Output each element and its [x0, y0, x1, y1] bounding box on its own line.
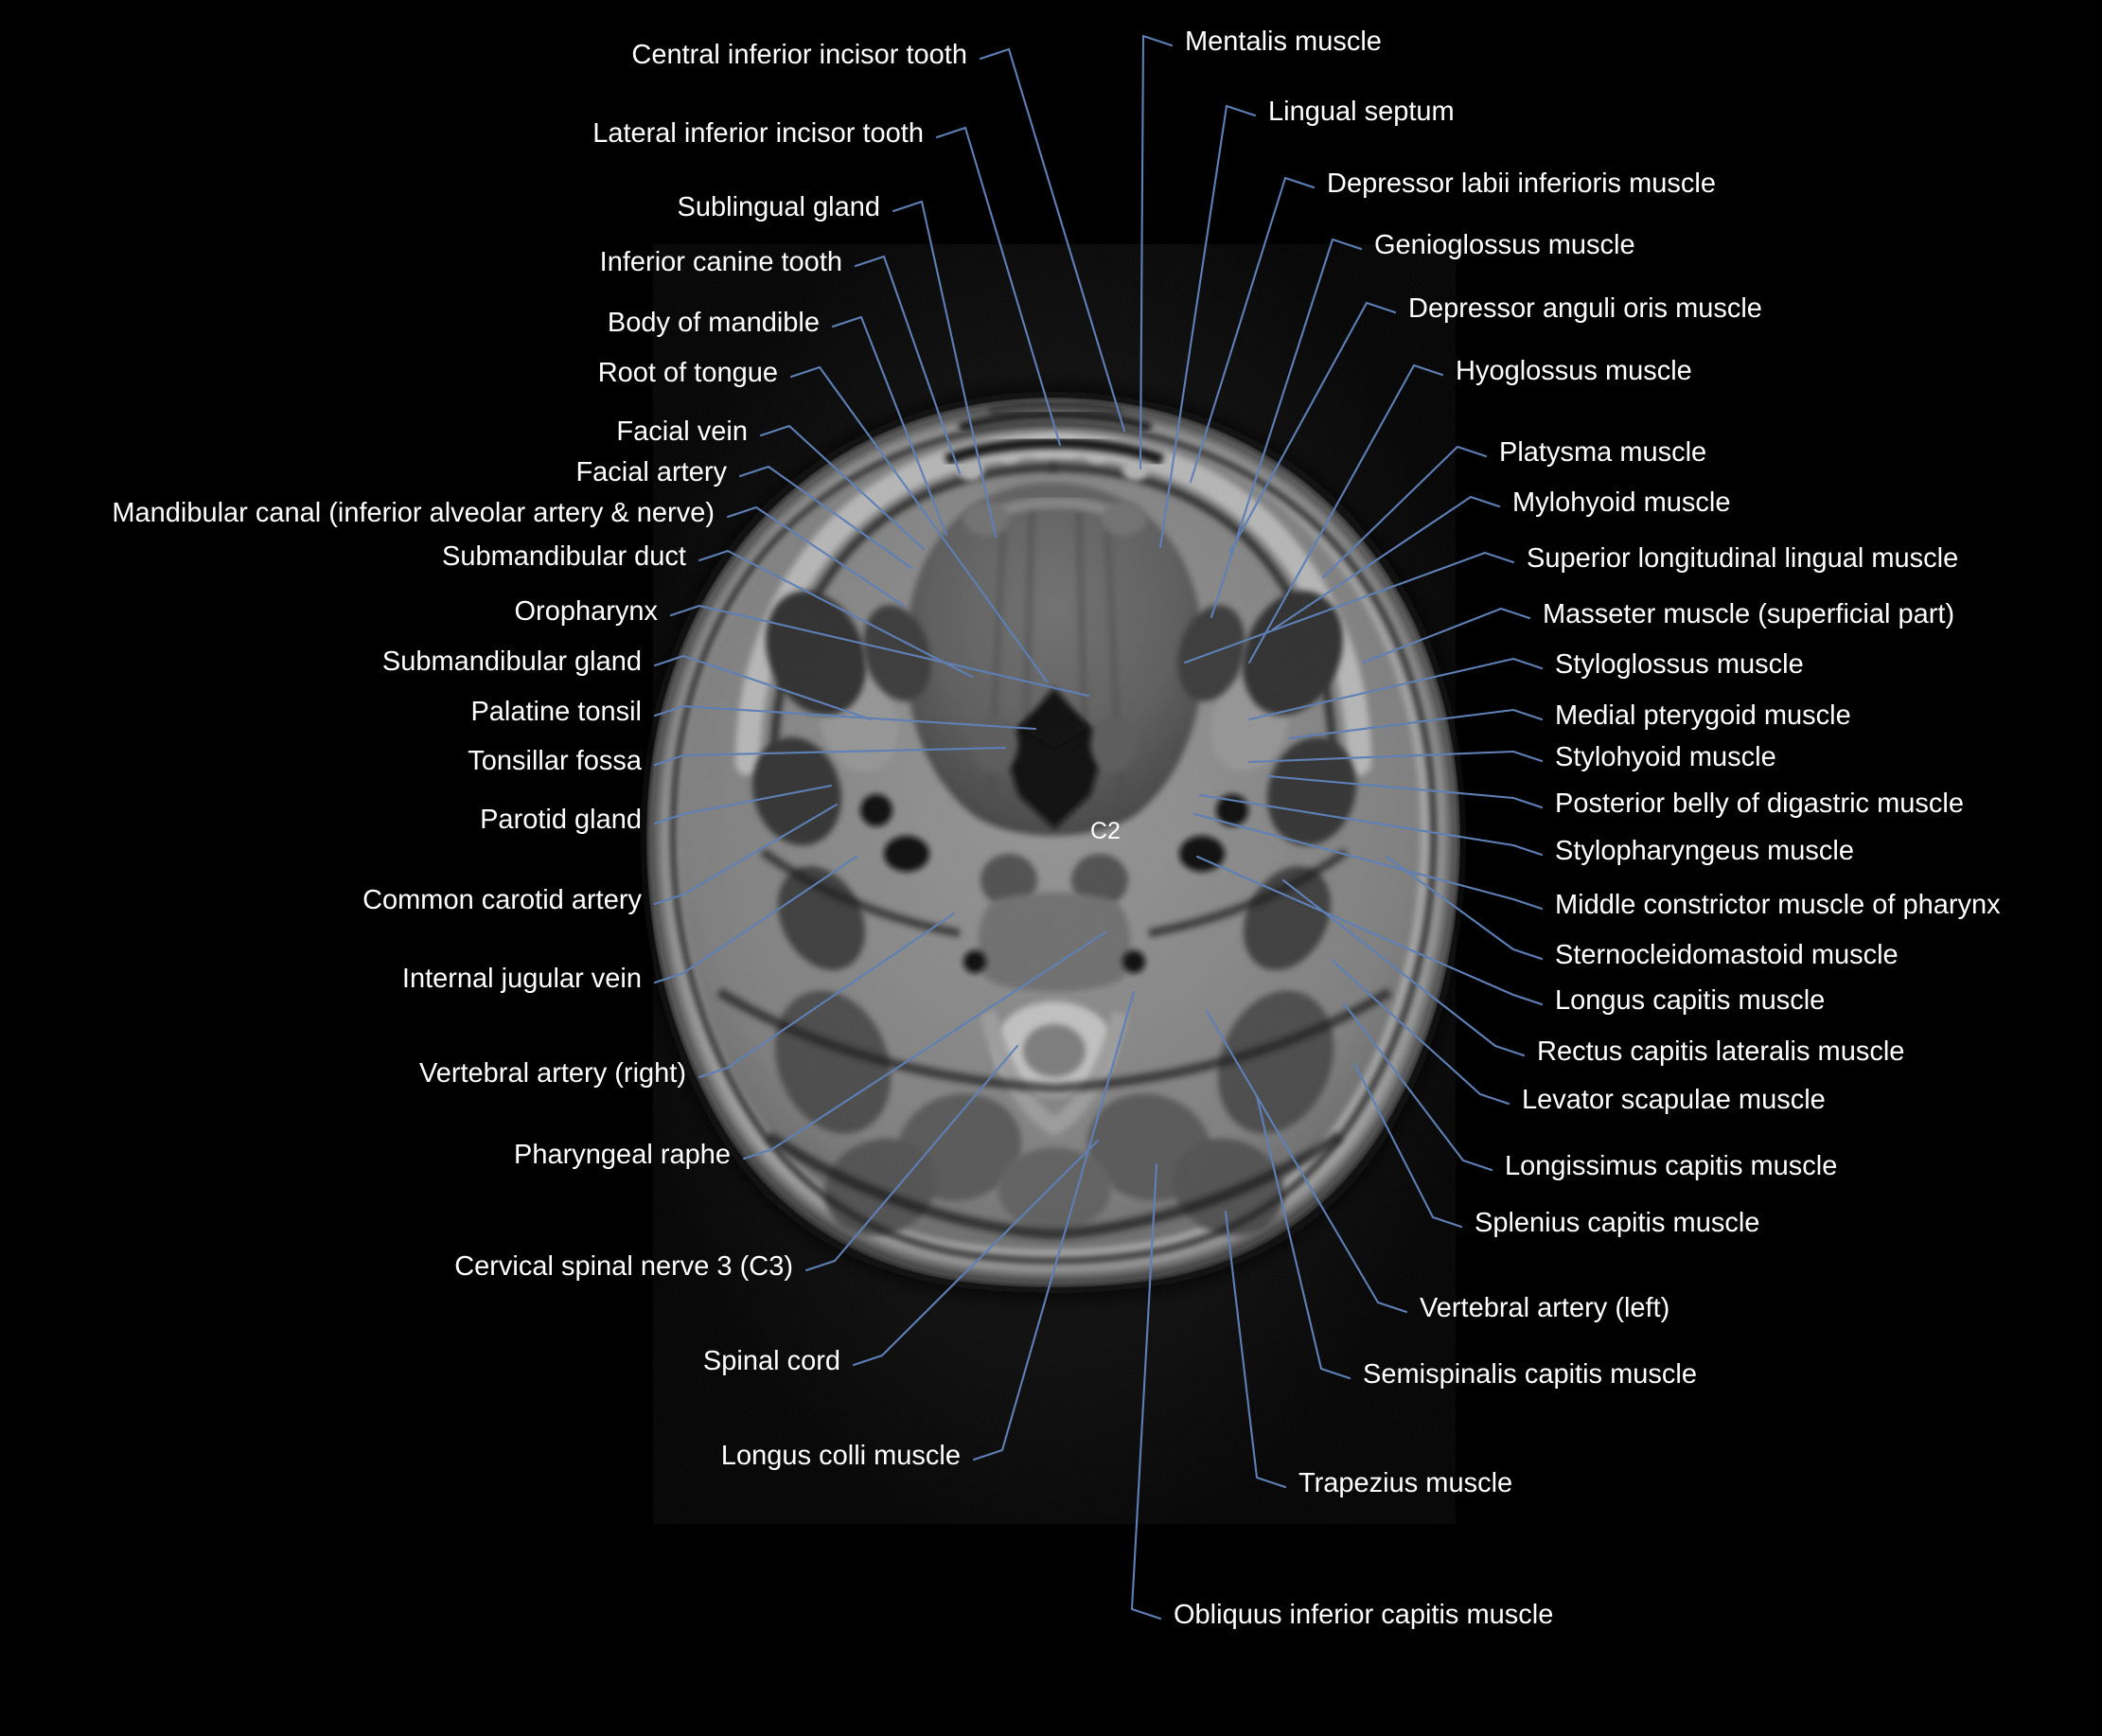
leader-line [1130, 1162, 1162, 1621]
leader-line [1228, 301, 1397, 554]
anatomy-label: Stylopharyngeus muscle [1555, 836, 1854, 866]
anatomy-label: Splenius capitis muscle [1475, 1208, 1760, 1238]
anatomy-label: Hyoglossus muscle [1456, 356, 1692, 386]
leader-line [1287, 708, 1544, 740]
anatomy-label: Common carotid artery [362, 885, 642, 915]
leader-line [653, 803, 839, 906]
leader-line [1189, 176, 1316, 484]
anatomy-label: Vertebral artery (right) [418, 1058, 686, 1089]
vertebra-marker-c2: C2 [1090, 818, 1121, 844]
anatomy-label: Depressor anguli oris muscle [1408, 293, 1762, 324]
anatomy-label: Sublingual gland [677, 192, 880, 222]
anatomy-label: Superior longitudinal lingual muscle [1527, 543, 1959, 574]
leader-line [759, 424, 926, 551]
anatomy-label: Masseter muscle (superficial part) [1543, 599, 1955, 629]
leader-line [1321, 445, 1488, 579]
anatomy-label: Rectus capitis lateralis muscle [1537, 1036, 1905, 1067]
leader-line [979, 47, 1126, 433]
anatomy-label: Internal jugular vein [401, 964, 642, 994]
anatomy-label: Styloglossus muscle [1555, 649, 1804, 680]
leader-line [1266, 774, 1544, 809]
anatomy-label: Submandibular duct [442, 541, 686, 572]
anatomy-label: Medial pterygoid muscle [1555, 700, 1851, 731]
leader-line [831, 315, 948, 537]
leader-line [1205, 1009, 1408, 1314]
leader-line [1353, 1063, 1463, 1229]
leader-line [1342, 1001, 1493, 1172]
leader-line [653, 654, 873, 721]
anatomy-label: Longus capitis muscle [1555, 985, 1826, 1016]
anatomy-label: Lateral inferior incisor tooth [592, 118, 924, 149]
leader-line [789, 365, 1049, 683]
anatomy-label: Root of tongue [597, 358, 778, 388]
anatomy-label: Obliquus inferior capitis muscle [1174, 1600, 1554, 1630]
leader-line [1385, 855, 1544, 961]
anatomy-label: Mylohyoid muscle [1512, 487, 1731, 518]
leader-line [972, 990, 1136, 1461]
anatomy-label: Submandibular gland [381, 647, 642, 677]
leader-line [698, 549, 974, 679]
anatomy-label: Mandibular canal (inferior alveolar arte… [112, 498, 715, 528]
leader-line [742, 930, 1107, 1160]
anatomy-label: Longus colli muscle [720, 1441, 961, 1471]
leader-line [1247, 657, 1544, 721]
leader-line [1198, 793, 1544, 857]
leader-line [1255, 1094, 1351, 1380]
leader-line [1247, 363, 1444, 664]
anatomy-label: Longissimus capitis muscle [1505, 1151, 1838, 1181]
leader-line [1331, 959, 1510, 1106]
anatomy-label: Posterior belly of digastric muscle [1555, 788, 1964, 819]
anatomy-label: Body of mandible [607, 308, 820, 338]
leader-line [1158, 104, 1257, 549]
anatomy-label: Genioglossus muscle [1374, 230, 1635, 260]
anatomy-label: Sternocleidomastoid muscle [1555, 940, 1899, 970]
anatomy-label: Middle constrictor muscle of pharynx [1555, 890, 2001, 920]
leader-line [892, 200, 998, 539]
anatomy-label: Central inferior incisor tooth [631, 40, 967, 70]
leader-line [653, 784, 833, 825]
leader-line [738, 465, 913, 570]
anatomy-label: Palatine tonsil [470, 697, 642, 727]
anatomy-label: Platysma muscle [1499, 437, 1707, 468]
leader-line [653, 855, 858, 984]
anatomy-label: Lingual septum [1268, 97, 1455, 127]
leader-line [804, 1044, 1019, 1272]
leader-line [1224, 1210, 1287, 1489]
anatomy-label: Inferior canine tooth [599, 247, 842, 277]
leader-line [1361, 607, 1531, 664]
anatomy-label: Levator scapulae muscle [1522, 1085, 1826, 1115]
leader-line [726, 505, 906, 608]
leader-line [1271, 495, 1501, 631]
anatomy-label: Facial artery [575, 457, 727, 487]
anatomy-label: Parotid gland [480, 805, 642, 835]
leader-line [1195, 855, 1544, 1006]
leader-line [854, 255, 962, 475]
leader-line [935, 126, 1062, 447]
anatomy-label: Depressor labii inferioris muscle [1327, 168, 1716, 199]
anatomy-label: Trapezius muscle [1298, 1468, 1513, 1498]
anatomy-label: Cervical spinal nerve 3 (C3) [454, 1251, 793, 1282]
leader-line [1210, 238, 1363, 619]
anatomy-label: Tonsillar fossa [468, 746, 642, 776]
leader-line [653, 704, 1037, 731]
leader-line [1139, 34, 1174, 470]
leader-line [698, 912, 956, 1079]
leader-line [653, 746, 1007, 767]
leader-line [669, 604, 1090, 698]
anatomy-label: Pharyngeal raphe [514, 1140, 731, 1170]
leader-line [852, 1139, 1100, 1367]
anatomy-label: Semispinalis capitis muscle [1363, 1359, 1697, 1390]
anatomy-label: Facial vein [616, 416, 748, 447]
anatomy-label: Oropharynx [514, 596, 658, 627]
anatomy-label: Mentalis muscle [1185, 27, 1382, 57]
leader-line [1247, 750, 1544, 764]
anatomy-label: Spinal cord [702, 1346, 840, 1376]
leader-line [1281, 878, 1526, 1057]
leader-line [1192, 812, 1544, 911]
anatomy-label: Stylohyoid muscle [1555, 742, 1776, 772]
anatomy-label: Vertebral artery (left) [1420, 1293, 1670, 1323]
leader-line [1183, 551, 1515, 664]
